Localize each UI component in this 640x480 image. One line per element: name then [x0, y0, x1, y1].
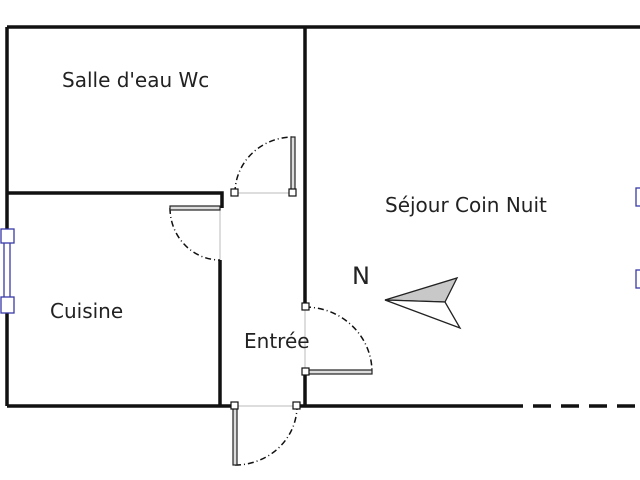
compass-north-label: N	[352, 262, 370, 290]
door-swing-front	[234, 405, 298, 466]
room-label-sejour: Séjour Coin Nuit	[385, 193, 547, 217]
room-label-salle-deau: Salle d'eau Wc	[62, 68, 210, 92]
room-label-entree: Entrée	[244, 329, 310, 353]
door-leaf-entree	[304, 369, 373, 375]
door-hinges	[230, 188, 310, 410]
compass-arrow	[384, 276, 462, 330]
door-leaf-front	[232, 405, 238, 466]
door-swing-salle	[234, 136, 294, 194]
window-cuisine	[0, 228, 15, 314]
door-swing-entree	[304, 306, 373, 373]
openings	[219, 192, 306, 407]
wall-salle-cuisine	[7, 191, 224, 208]
walls	[5, 25, 640, 408]
door-swing-cuisine	[169, 207, 221, 261]
window-sejour	[635, 187, 640, 289]
room-label-cuisine: Cuisine	[50, 299, 124, 323]
door-leaf-salle	[290, 136, 296, 194]
door-leaf-cuisine	[169, 205, 221, 211]
